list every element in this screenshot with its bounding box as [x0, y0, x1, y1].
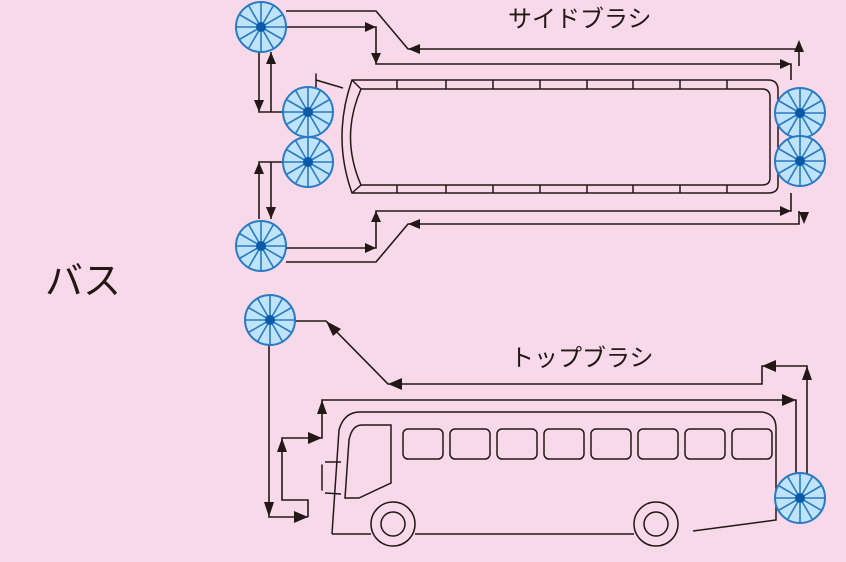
bus-window	[402, 428, 444, 460]
top-brush-rear	[774, 472, 826, 524]
side-brush-upper-rear	[774, 87, 826, 139]
top-brush-label: トップブラシ	[510, 344, 654, 372]
top-brush-paths	[264, 320, 812, 523]
bus-label: バス	[45, 259, 121, 303]
top-brush-idle	[244, 294, 296, 346]
bus-window	[731, 428, 773, 460]
bus-top-view	[315, 73, 779, 194]
side-brush-lower-idle	[235, 220, 287, 272]
side-brush-paths	[254, 10, 809, 263]
bus-window	[543, 428, 585, 460]
side-brush-upper-idle	[235, 1, 287, 53]
bus-window	[684, 428, 726, 460]
bus-window	[637, 428, 679, 460]
bus-window	[590, 428, 632, 460]
side-brush-lower-front	[282, 136, 334, 188]
bus-window	[496, 428, 538, 460]
arrow	[365, 22, 376, 32]
side-brush-lower-rear	[774, 135, 826, 187]
bus-window	[449, 428, 491, 460]
side-brush-label: サイドブラシ	[508, 5, 652, 33]
bus-side-view	[321, 411, 777, 547]
side-brush-upper-front	[282, 86, 334, 138]
